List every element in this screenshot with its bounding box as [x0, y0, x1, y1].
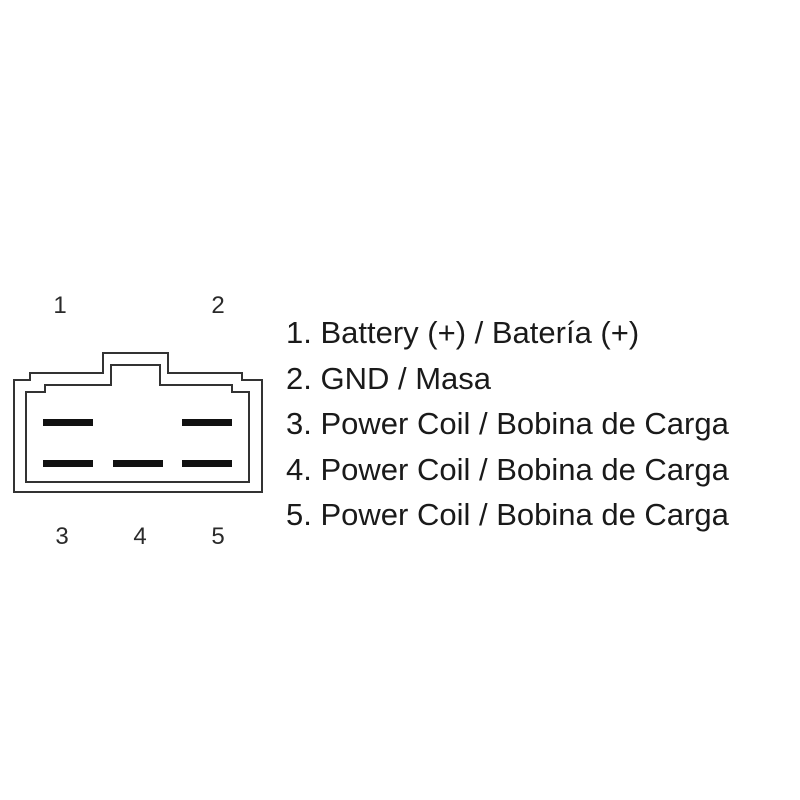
pin-number-4: 4 [133, 523, 147, 550]
legend-item-pin-2: 2. GND / Masa [286, 360, 491, 396]
legend-item-pin-5: 5. Power Coil / Bobina de Carga [286, 497, 729, 532]
pin-number-2: 2 [211, 292, 225, 319]
terminal-pin-2 [182, 419, 232, 426]
legend-item-pin-1: 1. Battery (+) / Batería (+) [286, 315, 640, 350]
terminal-pin-3 [43, 460, 93, 467]
pin-number-5: 5 [211, 523, 225, 550]
terminal-pin-5 [182, 460, 232, 467]
pin-number-3: 3 [55, 523, 69, 550]
pin-legend: 1. Battery (+) / Batería (+) 2. GND / Ma… [286, 310, 729, 538]
connector-housing-inner [25, 364, 250, 483]
connector-housing-outer [13, 352, 263, 493]
terminal-pin-4 [113, 460, 163, 467]
legend-item-pin-3: 3. Power Coil / Bobina de Carga [286, 406, 729, 441]
pin-number-1: 1 [53, 292, 67, 319]
legend-item-pin-4: 4. Power Coil / Bobina de Carga [286, 451, 729, 487]
terminal-pin-1 [43, 419, 93, 426]
